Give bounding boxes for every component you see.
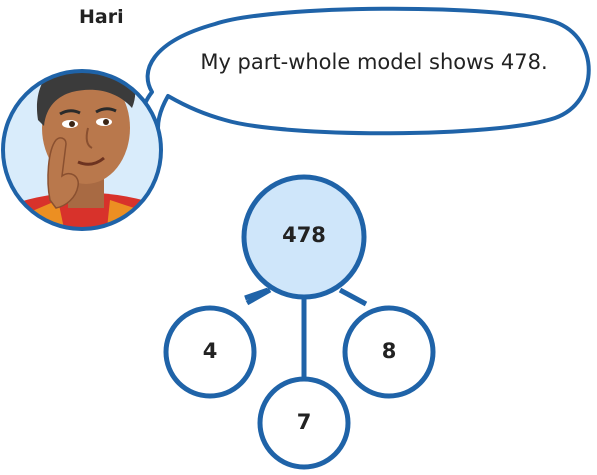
part-value-bottom: 7 bbox=[296, 410, 312, 434]
part-value-left: 4 bbox=[202, 339, 218, 363]
part-whole-connectors bbox=[244, 287, 368, 378]
part-circle-bottom bbox=[257, 376, 351, 470]
part-circle-left bbox=[163, 305, 257, 399]
speech-bubble-text: My part-whole model shows 478. bbox=[200, 50, 548, 74]
whole-value: 478 bbox=[282, 223, 326, 247]
whole-circle bbox=[241, 174, 367, 300]
hari-avatar bbox=[1, 69, 163, 231]
speaker-name: Hari bbox=[79, 6, 124, 28]
speech-bubble bbox=[141, 6, 591, 143]
part-circle-right bbox=[342, 305, 436, 399]
part-value-right: 8 bbox=[381, 339, 397, 363]
